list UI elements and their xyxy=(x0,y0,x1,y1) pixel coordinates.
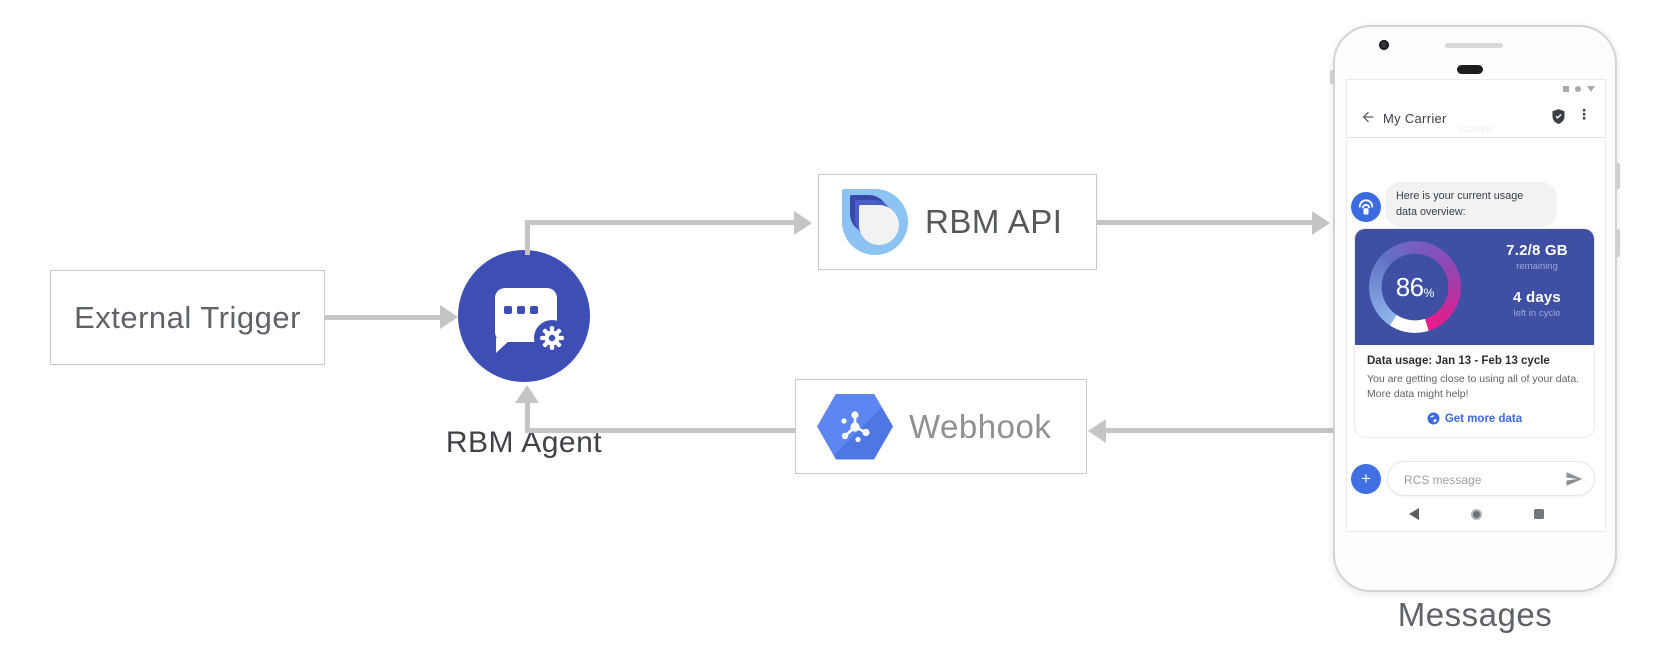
cloud-hexagon-hub-icon xyxy=(817,393,893,460)
arrow-api-to-phone xyxy=(1097,220,1313,225)
arrow-phone-to-webhook xyxy=(1106,428,1333,433)
attach-plus-button[interactable]: + xyxy=(1351,464,1381,494)
usage-gauge-panel: 86 % 7.2/8 GB remaining 4 days left in c… xyxy=(1355,229,1594,345)
phone-caption: Messages xyxy=(1397,596,1553,633)
external-trigger-label: External Trigger xyxy=(74,299,301,335)
volume-button[interactable] xyxy=(1616,229,1620,257)
side-button xyxy=(1330,70,1334,84)
status-square-icon xyxy=(1563,86,1569,92)
back-arrow-icon[interactable] xyxy=(1360,109,1376,125)
phone-mockup: My Carrier ⋮ 12:30 PM Here is your curre… xyxy=(1330,25,1620,592)
get-more-data-label: Get more data xyxy=(1444,412,1523,425)
arrowhead-up-icon xyxy=(515,385,539,403)
phone-screen: My Carrier ⋮ 12:30 PM Here is your curre… xyxy=(1346,79,1606,532)
arrowhead-right-icon xyxy=(440,305,458,329)
status-triangle-icon xyxy=(1587,86,1595,92)
gauge-percent-sign: % xyxy=(1423,286,1435,300)
usage-rich-card: 86 % 7.2/8 GB remaining 4 days left in c… xyxy=(1355,229,1594,438)
nav-recents-icon[interactable] xyxy=(1533,509,1544,519)
arrowhead-right-icon xyxy=(1312,210,1330,235)
rcs-message-input[interactable] xyxy=(1402,466,1556,493)
android-navbar xyxy=(1347,504,1605,524)
webhook-box: Webhook xyxy=(795,379,1087,474)
front-camera-icon xyxy=(1379,40,1389,50)
get-more-data-button[interactable]: Get more data xyxy=(1367,412,1582,425)
usage-card-details: Data usage: Jan 13 - Feb 13 cycle You ar… xyxy=(1355,345,1594,437)
beacon-icon xyxy=(1358,199,1374,215)
arrow-webhook-to-agent xyxy=(527,428,795,433)
power-button[interactable] xyxy=(1616,163,1620,189)
days-label: left in cycle xyxy=(1513,308,1561,319)
agent-avatar xyxy=(1351,192,1381,222)
speaker-slot xyxy=(1445,43,1503,48)
usage-card-body: You are getting close to using all of yo… xyxy=(1367,372,1580,401)
usage-card-title: Data usage: Jan 13 - Feb 13 cycle xyxy=(1367,355,1550,367)
arrow-trigger-to-agent xyxy=(325,314,442,320)
gear-icon xyxy=(540,326,564,350)
remaining-label: remaining xyxy=(1516,261,1558,272)
webhook-label: Webhook xyxy=(909,407,1052,445)
status-circle-icon xyxy=(1575,86,1581,92)
plus-icon: + xyxy=(1361,469,1371,488)
overflow-menu-icon[interactable]: ⋮ xyxy=(1577,106,1591,122)
rbm-api-box: RBM API xyxy=(818,174,1097,270)
usage-gauge: 86 % xyxy=(1369,241,1461,333)
message-input-pill[interactable] xyxy=(1387,461,1595,496)
external-trigger-box: External Trigger xyxy=(50,270,325,365)
gauge-ring xyxy=(1369,241,1461,333)
remaining-value: 7.2/8 GB xyxy=(1506,242,1568,259)
arrowhead-left-icon xyxy=(1088,418,1106,443)
globe-icon xyxy=(1427,412,1440,425)
conversation-title: My Carrier xyxy=(1383,111,1447,126)
arrowhead-right-icon xyxy=(794,210,812,235)
gauge-percent: 86 xyxy=(1395,271,1424,302)
nav-home-icon[interactable] xyxy=(1470,508,1482,520)
status-bar xyxy=(1563,86,1595,92)
header-divider xyxy=(1347,137,1605,138)
rbm-agent-node xyxy=(458,250,590,382)
rbm-api-label: RBM API xyxy=(925,203,1063,240)
verified-shield-icon xyxy=(1552,109,1565,124)
earpiece xyxy=(1457,65,1483,74)
rcs-drop-logo-icon xyxy=(842,189,908,255)
days-value: 4 days xyxy=(1513,289,1561,306)
arrow-agent-to-api xyxy=(524,222,530,255)
nav-back-icon[interactable] xyxy=(1408,508,1419,520)
arrow-agent-to-api-h xyxy=(524,220,795,225)
send-icon[interactable] xyxy=(1565,470,1583,488)
arrow-webhook-to-agent-v xyxy=(524,401,530,433)
message-timestamp: 12:30 PM xyxy=(1458,125,1494,134)
agent-message-bubble: Here is your current usage data overview… xyxy=(1385,182,1557,228)
